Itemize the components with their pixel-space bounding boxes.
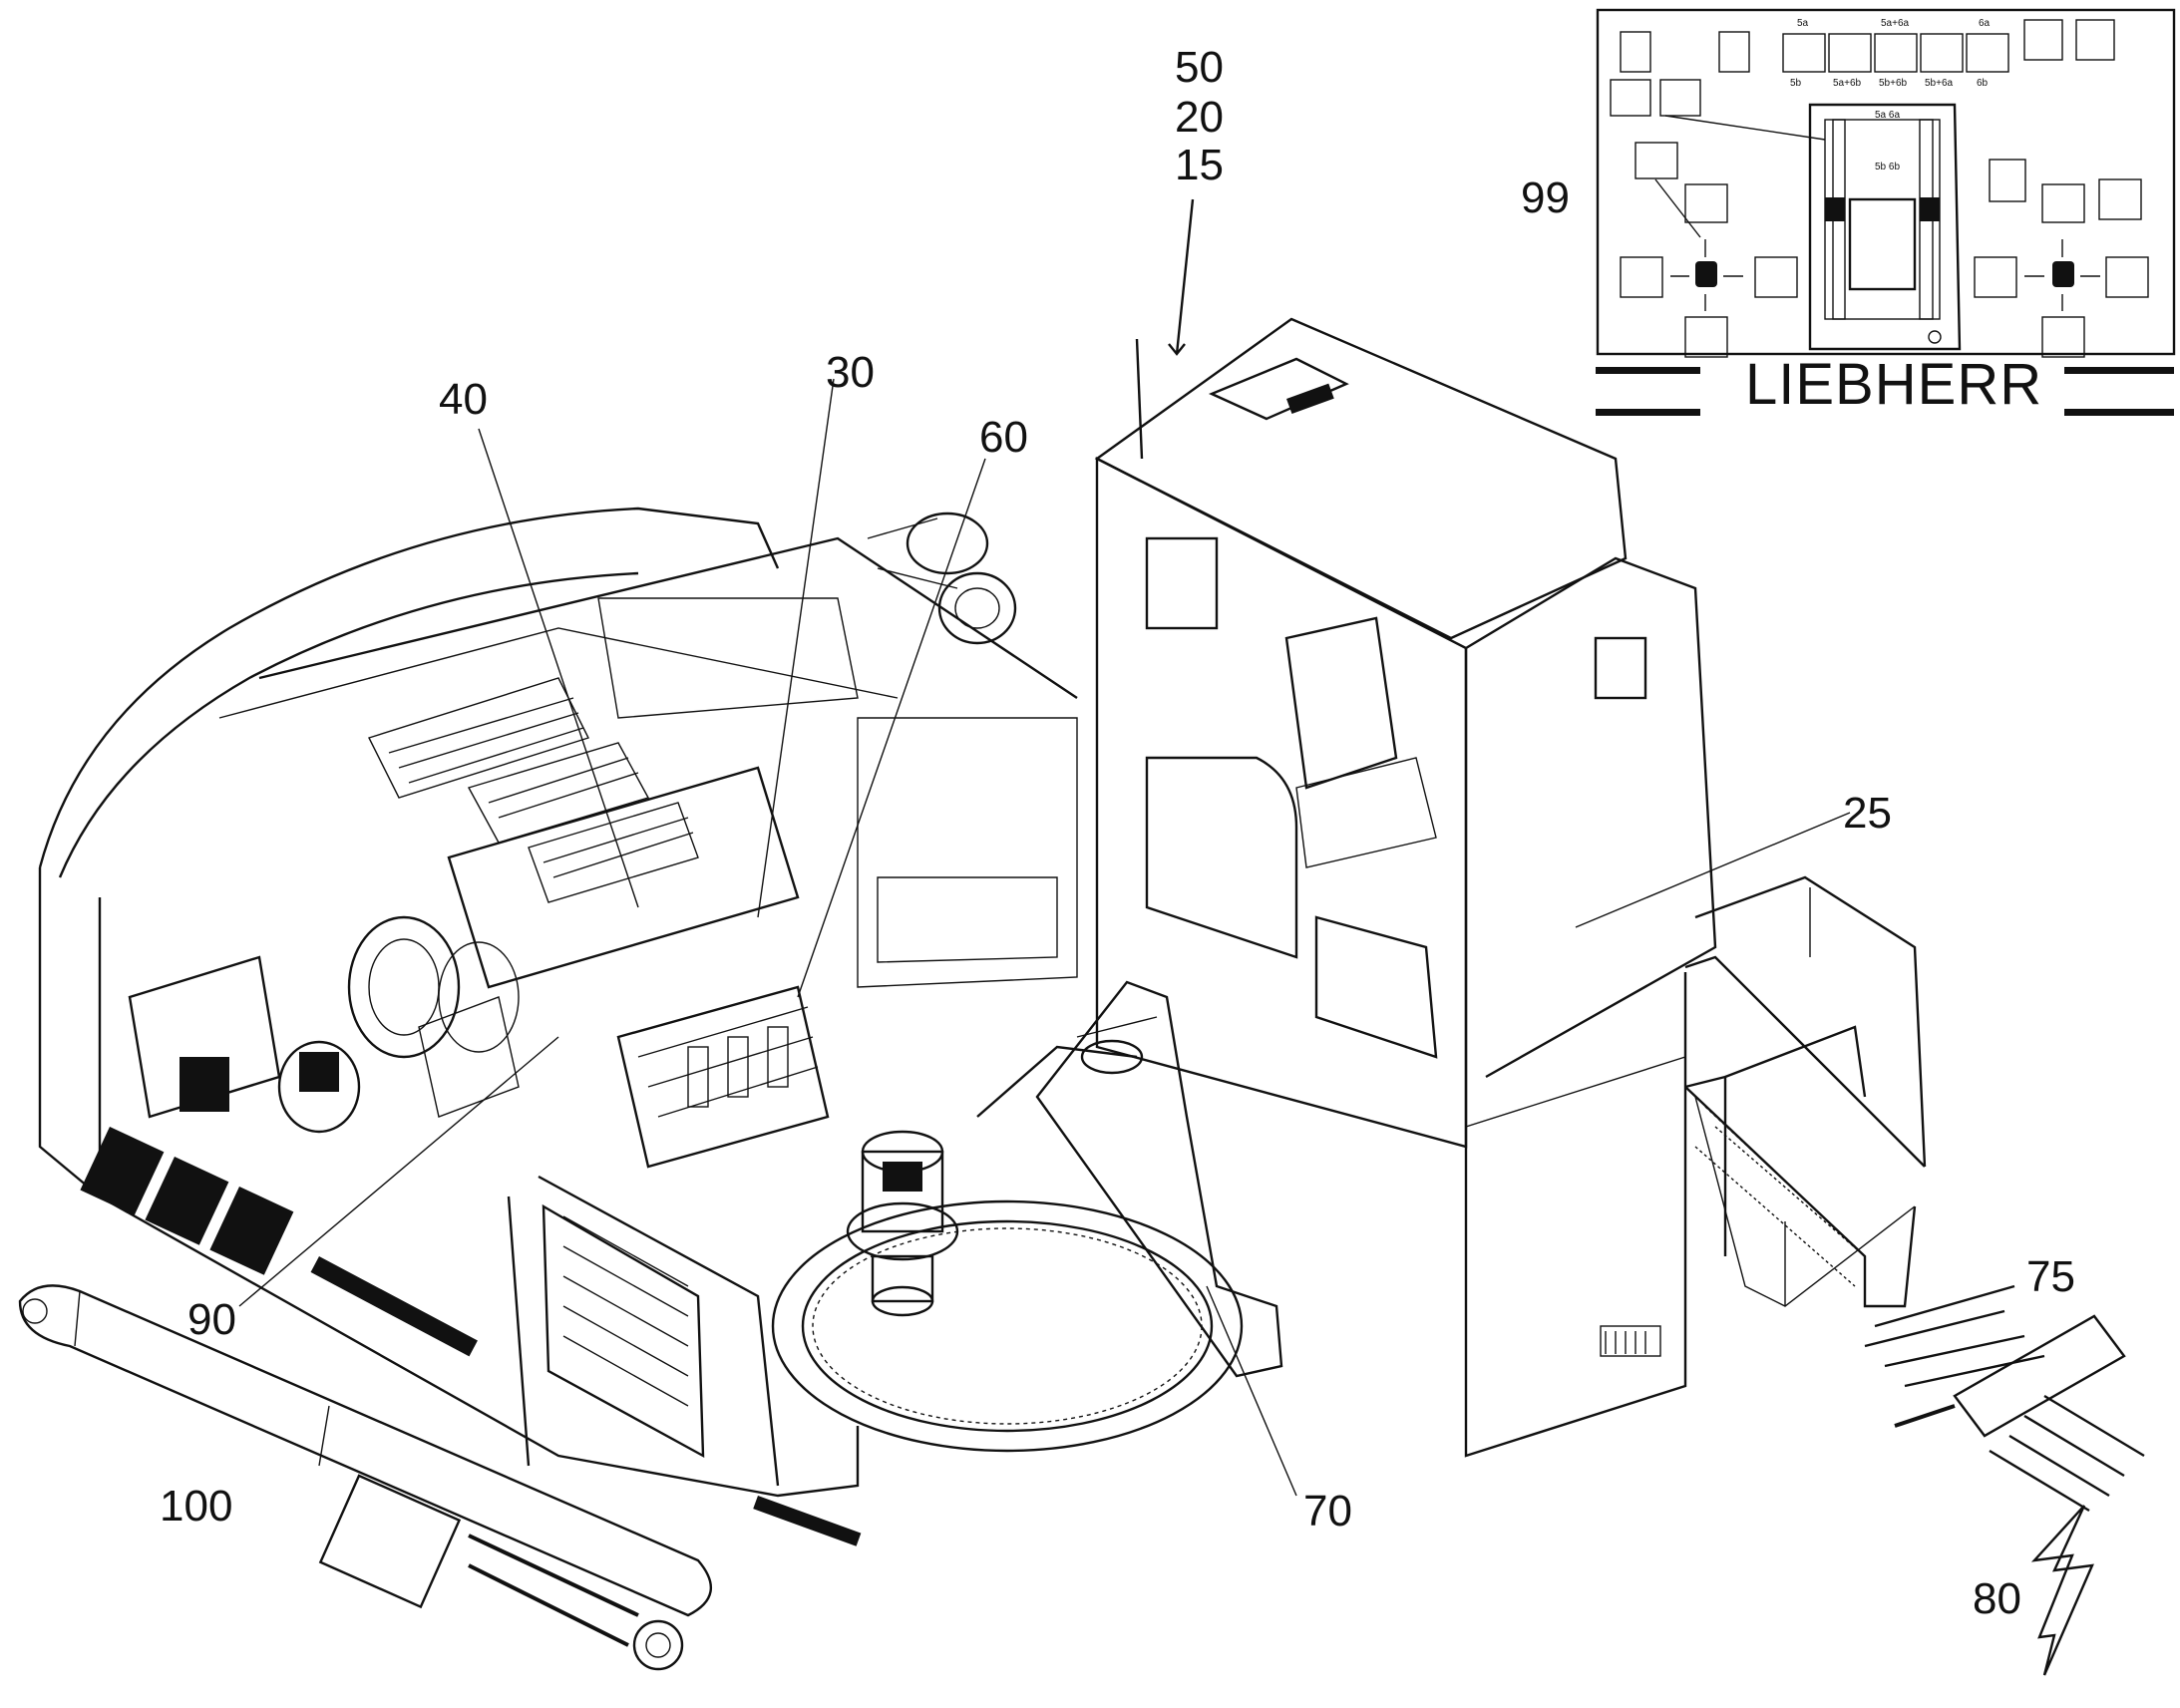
hydraulic-pumps: [128, 955, 520, 1134]
inset-label-6b: 6b: [1977, 78, 1989, 89]
inset-label-6a: 6a: [1979, 18, 1991, 29]
inset-label-5b: 5b: [1790, 78, 1802, 89]
electrical-symbol-icon: [2030, 1505, 2094, 1676]
inset-label-5a: 5a: [1797, 18, 1809, 29]
inset-brand-bars: [1596, 367, 2174, 416]
model-decal: [80, 1127, 294, 1275]
slewing-ring: [771, 1199, 1244, 1453]
callout-80: 80: [1973, 1574, 2021, 1623]
inset-left-joystick-cluster: [1620, 115, 1826, 358]
valve-block-accessory: [1864, 1284, 2145, 1513]
callout-numbers: 50 20 15 99 40 30 60 25 75 90 70 100 80: [160, 43, 2075, 1623]
callout-30: 30: [826, 348, 875, 397]
callout-90: 90: [187, 1295, 236, 1344]
inset-label-5a-6a-center: 5a 6a: [1875, 110, 1900, 121]
callout-50: 50: [1175, 43, 1224, 92]
walkway-railing: [1684, 875, 1927, 1308]
inset-label-5b-6b-center: 5b 6b: [1875, 162, 1900, 172]
inset-brand-logo: LIEBHERR: [1745, 352, 2042, 417]
inset-right-joystick-cluster: [1974, 159, 2149, 358]
callout-99: 99: [1521, 173, 1570, 222]
hood-radiator-grids: [368, 677, 699, 903]
inset-label-5b6b: 5b+6b: [1879, 78, 1908, 89]
callout-100: 100: [160, 1482, 232, 1531]
inset-top-icons: [1610, 19, 2115, 117]
hydraulic-cylinder: [18, 1284, 713, 1671]
inset-label-5a6b: 5a+6b: [1833, 78, 1862, 89]
inset-label-5b6a: 5b+6a: [1925, 78, 1954, 89]
callout-70: 70: [1303, 1487, 1352, 1536]
callout-25: 25: [1843, 789, 1892, 838]
swing-drive: [846, 1130, 959, 1317]
side-vent-grille: [542, 1203, 705, 1459]
operator-cab: [1094, 317, 1717, 1458]
callout-40: 40: [439, 375, 488, 424]
callout-15: 15: [1175, 141, 1224, 189]
inset-label-5a6a: 5a+6a: [1881, 18, 1910, 29]
callout-75: 75: [2026, 1252, 2075, 1301]
control-layout-inset: 5a 5a+6a 6a 5b 5a+6b 5b+6b 5b+6a 6b 5a 6…: [1596, 8, 2176, 417]
main-control-valve: [616, 985, 830, 1169]
callout-60: 60: [979, 413, 1028, 462]
engine-compartment: [347, 512, 1078, 1059]
callout-20: 20: [1175, 93, 1224, 142]
inset-cab-outline: [1808, 103, 1962, 351]
excavator-uppercarriage: [38, 507, 1283, 1546]
boom-mount: [976, 980, 1283, 1378]
leader-lines: [238, 198, 1851, 1497]
